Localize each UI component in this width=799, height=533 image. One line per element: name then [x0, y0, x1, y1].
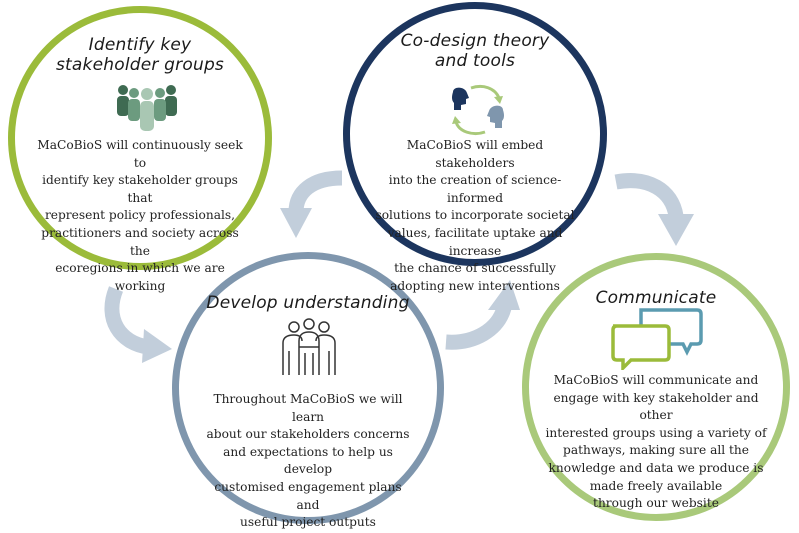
speech-bubbles-icon — [611, 308, 703, 370]
step-title: Identify key stakeholder groups — [15, 35, 265, 75]
step-title-line: Develop understanding — [206, 293, 410, 313]
step-communicate: Communicate MaCoBioS will communicate an… — [522, 253, 790, 521]
step-title-line: Communicate — [595, 288, 717, 308]
step-description: MaCoBioS will embed stakeholders into th… — [375, 138, 575, 293]
arrow-2-to-4 — [614, 173, 694, 246]
step-description: Throughout MaCoBioS we will learn about … — [206, 392, 410, 530]
step-identify-stakeholders: Identify key stakeholder groups MaCoBioS… — [8, 6, 272, 293]
step-title-line: Co-design theory — [400, 31, 550, 51]
step-title-line: stakeholder groups — [56, 55, 224, 75]
step-title-line: and tools — [434, 51, 516, 71]
two-heads-cycle-icon — [452, 84, 504, 136]
step-title: Develop understanding — [179, 293, 437, 313]
arrow-2-to-3 — [280, 170, 343, 238]
team-outline-icon — [282, 318, 336, 375]
step-description: MaCoBioS will continuously seek to ident… — [37, 138, 243, 293]
step-develop-understanding: Develop understanding Throughout MaCoBio… — [172, 252, 444, 529]
step-title: Communicate — [529, 288, 783, 308]
step-description: MaCoBioS will communicate and engage wit… — [545, 373, 767, 511]
arrow-1-to-3 — [104, 286, 172, 363]
step-co-design: Co-design theory and tools MaCoBioS will… — [343, 2, 607, 293]
step-title: Co-design theory and tools — [350, 31, 600, 71]
step-title-line: Identify key — [88, 35, 192, 55]
arrow-3-to-4 — [445, 280, 520, 350]
people-group-icon — [117, 85, 177, 131]
